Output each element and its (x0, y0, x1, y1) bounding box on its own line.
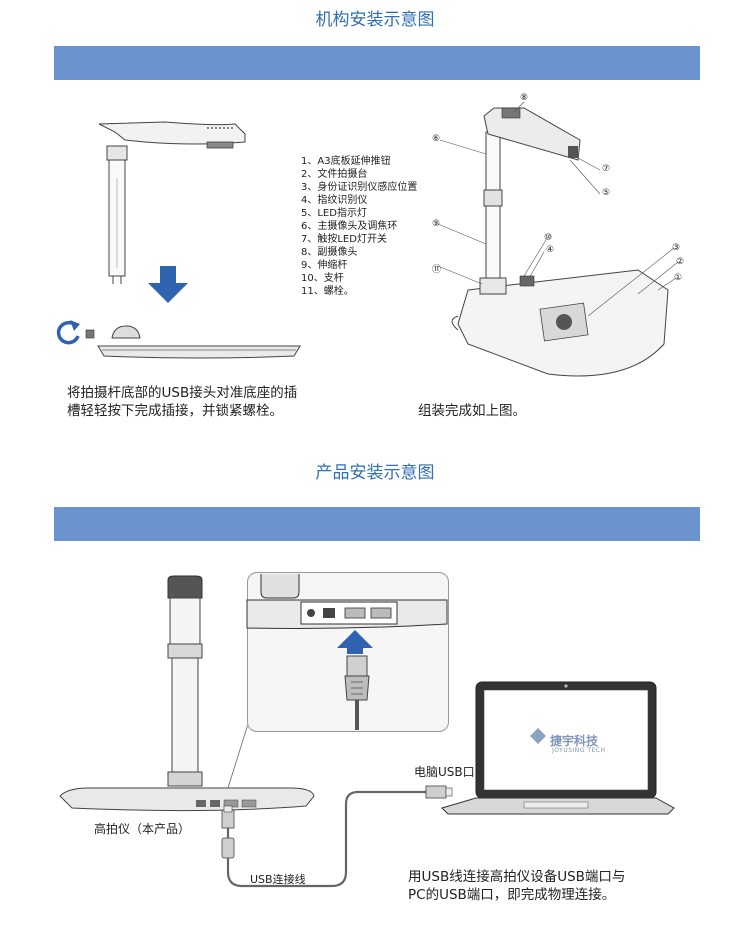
parts-list-item: 6、主摄像头及调焦环 (301, 221, 398, 232)
installation-instruction-line2: PC的USB端口，即完成物理连接。 (408, 887, 616, 903)
installation-instruction-line1: 用USB线连接高拍仪设备USB端口与 (408, 869, 626, 885)
callout-number: ⑦ (602, 164, 611, 174)
screen-logo-cn: 捷宇科技 (550, 734, 599, 748)
callout-number: ⑩ (544, 233, 553, 243)
right-caption: 组装完成如上图。 (418, 403, 526, 419)
screen-logo-en: JOYUSING TECH (552, 747, 606, 754)
left-caption-line2: 槽轻轻按下完成插接，并锁紧螺栓。 (67, 403, 283, 419)
pc-usb-port-label: 电脑USB口 (414, 765, 475, 779)
parts-list-item: 3、身份证识别仪感应位置 (301, 182, 418, 193)
usb-cable (221, 785, 453, 888)
laptop-illustration (441, 681, 675, 815)
installation-instruction: 用USB线连接高拍仪设备USB端口与 PC的USB端口，即完成物理连接。 (408, 868, 625, 904)
callout-number: ⑪ (432, 265, 442, 275)
parts-list-item: 11、螺栓。 (301, 286, 354, 297)
section-header-band (54, 46, 700, 80)
parts-list-item: 5、LED指示灯 (301, 208, 367, 219)
down-arrow-icon (148, 266, 188, 303)
parts-list-item: 8、副摄像头 (301, 247, 358, 258)
section-title-mechanism: 机构安装示意图 (315, 10, 435, 30)
callout-number: ⑨ (432, 219, 441, 229)
parts-list: 1、A3底板延伸推钮 2、文件拍摄台 3、身份证识别仪感应位置 4、指纹识别仪 … (301, 155, 417, 298)
left-caption: 将拍摄杆底部的USB接头对准底座的插 槽轻轻按下完成插接，并锁紧螺栓。 (67, 384, 297, 420)
callout-number: ⑤ (602, 188, 611, 198)
parts-list-item: 4、指纹识别仪 (301, 195, 368, 206)
section-header-band (54, 507, 700, 541)
callout-number: ① (674, 273, 683, 283)
parts-list-item: 1、A3底板延伸推钮 (301, 156, 391, 167)
callout-number: ③ (672, 243, 681, 253)
callout-number: ④ (546, 245, 555, 255)
document-camera-illustration (59, 575, 315, 812)
assembled-device-illustration (437, 101, 679, 377)
base-plate-illustration (85, 325, 301, 359)
parts-list-item: 9、伸缩杆 (301, 260, 348, 271)
callout-number: ⑧ (520, 93, 529, 103)
callout-number: ② (676, 257, 685, 267)
parts-list-item: 2、文件拍摄台 (301, 169, 368, 180)
left-caption-line1: 将拍摄杆底部的USB接头对准底座的插 (67, 385, 298, 401)
port-zoom-illustration (246, 574, 448, 730)
usb-cable-label: USB连接线 (250, 873, 306, 886)
callout-number: ⑥ (432, 134, 441, 144)
rotate-icon (56, 320, 80, 345)
section-title-installation: 产品安装示意图 (315, 463, 435, 483)
parts-list-item: 10、支杆 (301, 273, 344, 284)
camera-arm-illustration (98, 121, 246, 284)
parts-list-item: 7、触按LED灯开关 (301, 234, 387, 245)
device-label: 高拍仪（本产品） (94, 822, 191, 836)
